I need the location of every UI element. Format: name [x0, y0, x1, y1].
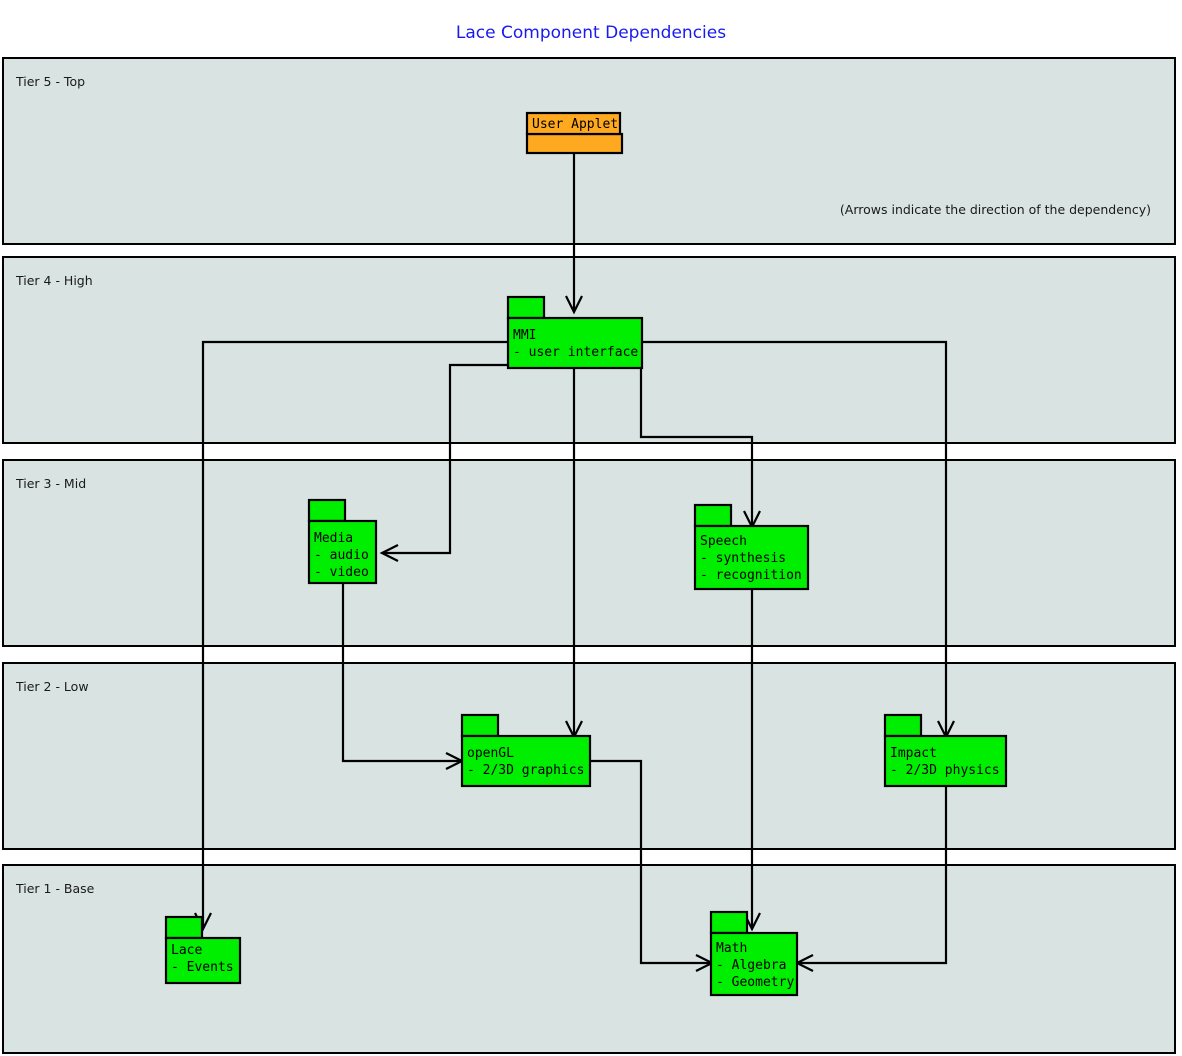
package-lace[interactable]: Lace - Events	[164, 915, 242, 985]
package-speech[interactable]: Speech - synthesis - recognition	[693, 503, 810, 591]
package-opengl-name: openGL	[467, 746, 514, 761]
package-user-applet-name: User Applet	[532, 117, 618, 132]
package-impact[interactable]: Impact - 2/3D physics	[883, 713, 1008, 788]
package-opengl-body	[460, 734, 592, 788]
connector-opengl-to-math	[590, 759, 711, 965]
tier-label-tier4: Tier 4 - High	[15, 273, 93, 288]
package-media-body	[307, 519, 378, 585]
package-impact-name: Impact	[890, 746, 937, 761]
package-media-name: Media	[314, 531, 353, 546]
tier-band-tier3	[2, 459, 1176, 647]
connector-impact-to-math	[798, 786, 948, 965]
package-mmi-tab	[506, 295, 546, 320]
connector-media-to-opengl	[341, 583, 461, 763]
package-math-name: Math	[716, 941, 747, 956]
package-math-item-1: - Geometry	[716, 975, 794, 990]
package-media-item-0: - audio	[314, 548, 369, 563]
package-mmi[interactable]: MMI - user interface	[506, 295, 644, 370]
package-lace-body	[164, 936, 242, 985]
package-speech-body	[693, 524, 810, 591]
package-speech-item-0: - synthesis	[700, 551, 786, 566]
package-media-item-1: - video	[314, 565, 369, 580]
package-impact-body	[883, 734, 1008, 788]
package-lace-name: Lace	[171, 943, 202, 958]
package-math-item-0: - Algebra	[716, 958, 786, 973]
tier-label-tier1: Tier 1 - Base	[15, 881, 95, 896]
package-user-applet-body	[525, 132, 624, 155]
tier-label-tier3: Tier 3 - Mid	[15, 476, 86, 491]
package-media-tab	[307, 498, 347, 523]
package-math-tab	[709, 910, 749, 935]
tier-label-tier5: Tier 5 - Top	[15, 74, 85, 89]
arrowhead-media-right	[379, 544, 399, 562]
package-mmi-name: MMI	[513, 328, 536, 343]
package-mmi-body	[506, 316, 644, 370]
page-title: Lace Component Dependencies	[456, 23, 726, 43]
package-math-body	[709, 931, 799, 997]
package-media[interactable]: Media - audio - video	[307, 498, 378, 585]
connector-mmi-to-speech	[639, 368, 754, 526]
connector-mmi-to-media	[383, 363, 508, 555]
arrow-direction-note: (Arrows indicate the direction of the de…	[840, 202, 1151, 217]
package-math[interactable]: Math - Algebra - Geometry	[709, 910, 799, 997]
package-opengl-tab	[460, 713, 500, 738]
package-speech-name: Speech	[700, 534, 747, 549]
package-user-applet[interactable]: User Applet	[525, 111, 624, 155]
package-lace-item-0: - Events	[171, 960, 234, 975]
package-opengl-item-0: - 2/3D graphics	[467, 763, 584, 778]
package-speech-tab	[693, 503, 733, 528]
package-impact-tab	[883, 713, 923, 738]
connector-mmi-to-lace	[201, 340, 508, 928]
tier-bands: Tier 5 - Top Tier 4 - High Tier 3 - Mid …	[2, 57, 1176, 1054]
connector-mmi-to-impact	[641, 340, 948, 736]
package-impact-item-0: - 2/3D physics	[890, 763, 1000, 778]
package-mmi-item-0: - user interface	[513, 345, 638, 360]
package-opengl[interactable]: openGL - 2/3D graphics	[460, 713, 592, 788]
tier-label-tier2: Tier 2 - Low	[15, 679, 89, 694]
package-speech-item-1: - recognition	[700, 568, 802, 583]
package-lace-tab	[164, 915, 204, 940]
package-user-applet-tab	[525, 111, 622, 136]
dependency-connectors	[194, 153, 955, 972]
arrowhead-mmi-top	[565, 295, 583, 315]
